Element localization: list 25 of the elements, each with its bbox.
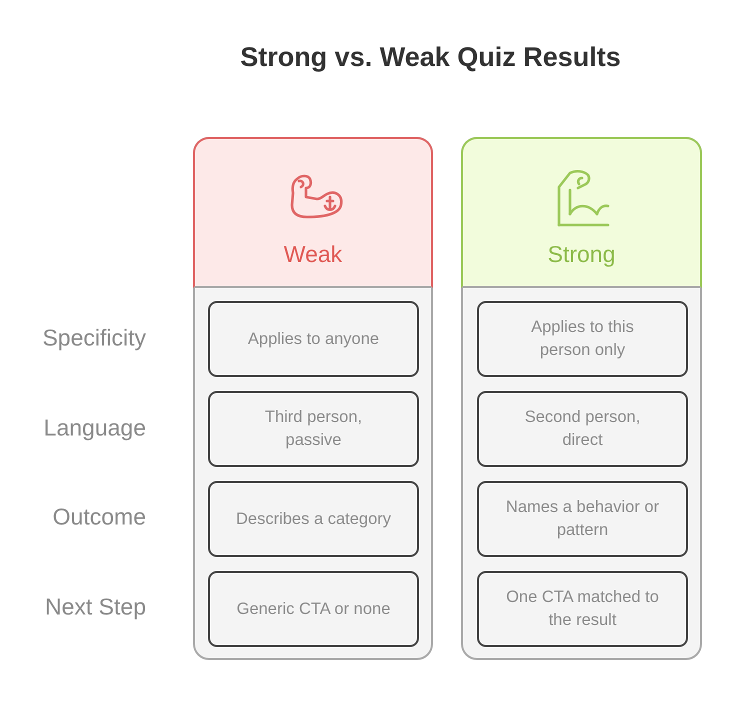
comparison-card: [477, 391, 688, 467]
comparison-card: [208, 301, 419, 377]
card-text: Generic CTA or none: [236, 598, 390, 620]
comparison-card: [208, 391, 419, 467]
comparison-card: [208, 481, 419, 557]
comparison-card: [477, 301, 688, 377]
column-panel: [461, 137, 702, 660]
card-text: Applies to this person only: [530, 317, 635, 361]
card-text: Names a behavior or pattern: [504, 497, 660, 541]
card-text: Describes a category: [236, 508, 391, 530]
comparison-card: [208, 571, 419, 647]
column-heading: Weak: [284, 241, 342, 268]
card-text: One CTA matched to the result: [505, 587, 660, 631]
card-text: Third person, passive: [264, 407, 364, 451]
card-text: Second person, direct: [524, 407, 642, 451]
row-label: Language: [44, 414, 146, 442]
comparison-card: [477, 481, 688, 557]
card-text: Applies to anyone: [248, 328, 380, 350]
comparison-card: [477, 571, 688, 647]
column-panel: [193, 137, 433, 660]
column-heading: Strong: [548, 241, 616, 268]
row-label: Specificity: [42, 324, 146, 352]
row-label: Next Step: [45, 594, 146, 620]
diagram-title: Strong vs. Weak Quiz Results: [240, 42, 621, 73]
row-label: Outcome: [52, 504, 146, 530]
